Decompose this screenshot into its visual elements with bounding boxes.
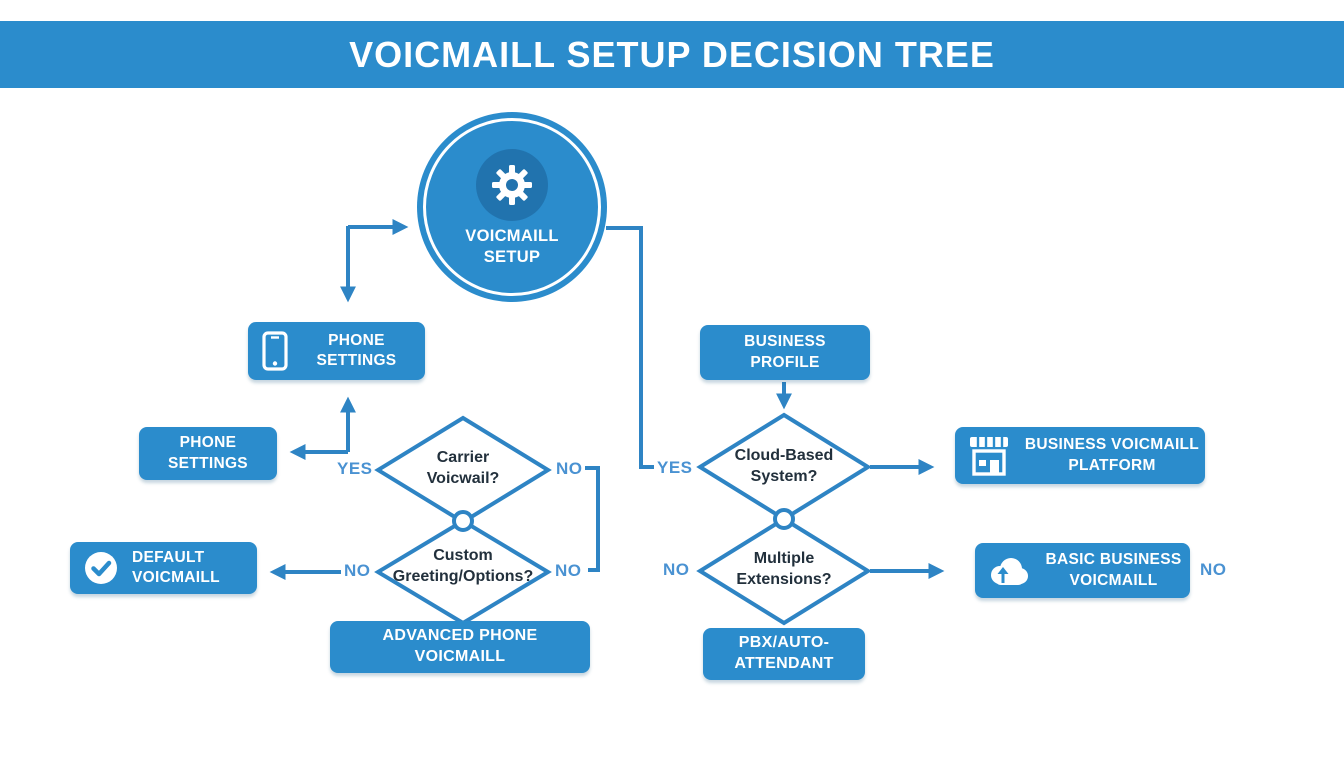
- page-title: VOICMAILL SETUP DECISION TREE: [349, 33, 995, 75]
- decision-label-carrier: Carrier Voicwail?: [426, 449, 500, 487]
- smartphone-icon: [262, 331, 288, 371]
- node-label: BASIC BUSINESS VOICMAILL: [1045, 551, 1182, 589]
- edge-label-no-basic-right: NO: [1200, 560, 1227, 579]
- node-basic-business-voicemail: BASIC BUSINESS VOICMAILL: [975, 543, 1190, 598]
- junction-dot-left: [452, 510, 474, 532]
- edge-label-no-custom-right: NO: [555, 561, 582, 580]
- node-label: PBX/AUTO- ATTENDANT: [734, 634, 834, 672]
- connector-no-elbow: [585, 466, 600, 572]
- edge-label-no-extensions-left: NO: [663, 560, 690, 579]
- root-node-voicemail-setup: VOICMAILL SETUP: [417, 112, 607, 302]
- node-phone-settings-left: PHONE SETTINGS: [139, 427, 277, 480]
- gear-disc: [476, 149, 548, 221]
- check-circle-icon: [84, 551, 118, 585]
- root-node-label: VOICMAILL SETUP: [465, 227, 559, 266]
- junction-dot-right: [773, 508, 795, 530]
- node-default-voicemail: DEFAULT VOICMAILL: [70, 542, 257, 594]
- connector-root-right: [606, 226, 654, 469]
- node-label: BUSINESS VOICMAILL PLATFORM: [1024, 436, 1200, 474]
- edge-label-no-custom-left: NO: [344, 561, 371, 580]
- node-phone-settings-top: PHONE SETTINGS: [248, 322, 425, 380]
- node-advanced-phone-voicemail: ADVANCED PHONE VOICMAILL: [330, 621, 590, 673]
- node-label: ADVANCED PHONE VOICMAILL: [382, 627, 538, 665]
- edge-label-yes-cloud: YES: [657, 458, 693, 477]
- node-business-voicemail-platform: BUSINESS VOICMAILL PLATFORM: [955, 427, 1205, 484]
- node-label: PHONE SETTINGS: [316, 331, 397, 369]
- header-bar: VOICMAILL SETUP DECISION TREE: [0, 21, 1344, 88]
- node-business-profile: BUSINESS PROFILE: [700, 325, 870, 380]
- edge-label-yes-carrier: YES: [337, 459, 373, 478]
- node-label: BUSINESS PROFILE: [744, 333, 826, 371]
- decision-label-extensions: Multiple Extensions?: [736, 550, 832, 588]
- decision-label-cloud: Cloud-Based System?: [734, 447, 834, 485]
- node-label: DEFAULT VOICMAILL: [132, 548, 220, 586]
- gear-icon: [492, 165, 532, 205]
- cloud-upload-icon: [987, 556, 1029, 586]
- node-pbx-auto-attendant: PBX/AUTO- ATTENDANT: [703, 628, 865, 680]
- node-label: PHONE SETTINGS: [168, 434, 248, 472]
- decision-label-custom: Custom Greeting/Options?: [392, 547, 534, 585]
- edge-label-no-carrier: NO: [556, 459, 583, 478]
- storefront-icon: [967, 435, 1011, 477]
- decision-multiple-extensions: [696, 516, 872, 626]
- root-ring: [423, 118, 601, 296]
